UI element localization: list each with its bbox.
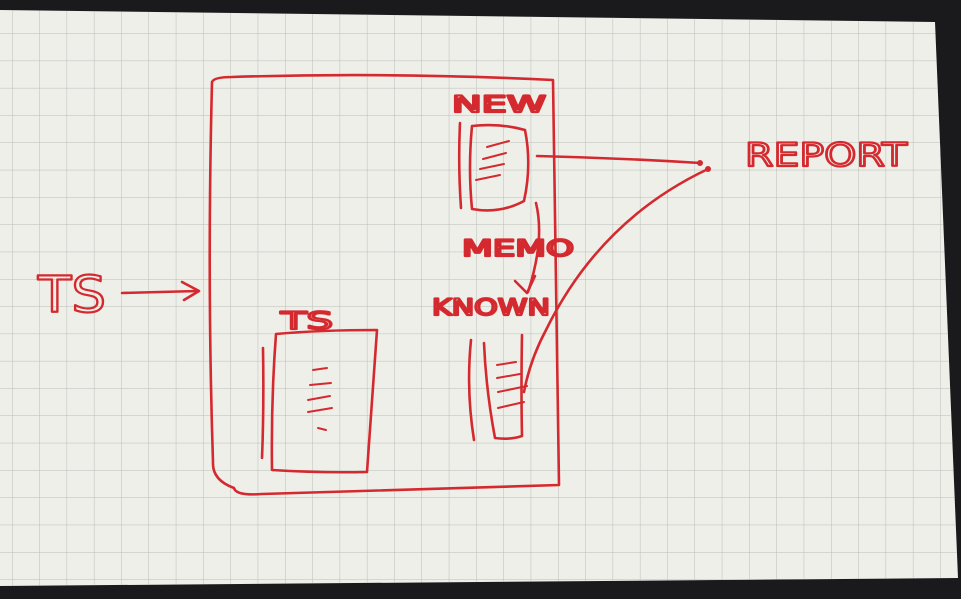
system-box: [208, 73, 561, 496]
paper-grid: [0, 10, 958, 586]
input-label: TS: [37, 266, 106, 324]
new-doc-label: NEW: [452, 93, 546, 118]
input-arrow: [120, 280, 201, 302]
memo-arrow: [513, 201, 541, 295]
memo-label: MEMO: [462, 237, 574, 262]
known-to-report-connector: [522, 166, 711, 394]
report-label: REPORT: [745, 136, 908, 174]
new-to-report-connector: [535, 154, 703, 166]
ts-doc-icon: [260, 328, 379, 474]
new-doc-icon: [457, 121, 530, 212]
known-doc-label: KNOWN: [432, 296, 550, 321]
known-doc-icon: [467, 333, 528, 442]
